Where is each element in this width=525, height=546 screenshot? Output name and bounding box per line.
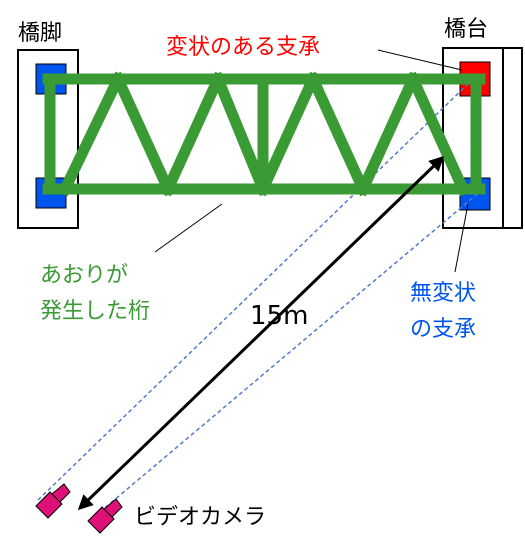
- sightline-upper: [37, 79, 473, 501]
- truss-diagonal-7: [355, 71, 421, 197]
- truss-diagonal-8: [405, 71, 471, 197]
- sightline-lower: [99, 189, 483, 513]
- truss-diagonal-5: [255, 71, 321, 197]
- swaying-girder-label-line1: あおりが: [40, 263, 128, 288]
- video-camera-icon-2: [87, 498, 123, 534]
- distance-label: 15m: [250, 301, 308, 331]
- girder-leader: [154, 203, 223, 253]
- distance-arrow: [77, 155, 445, 511]
- normal-bearing-label-line1: 無変状: [410, 281, 476, 306]
- video-camera-icon: [35, 483, 71, 519]
- video-camera-label: ビデオカメラ: [134, 505, 266, 530]
- abutment-backwall: [503, 47, 523, 229]
- pier-outline: [17, 49, 79, 229]
- normal-bearing-leader: [454, 203, 469, 273]
- truss-diagonal-1: [57, 71, 126, 197]
- abutment-label: 橋台: [444, 17, 488, 42]
- truss-diagonal-3: [160, 71, 226, 197]
- truss-diagonal-2: [110, 71, 176, 197]
- truss-diagonal-6: [305, 71, 371, 197]
- deformed-bearing-leader: [377, 49, 463, 71]
- swaying-girder-label-line2: 発生した桁: [40, 299, 150, 324]
- normal-bearing-label-line2: の支承: [410, 317, 476, 342]
- pier-label: 橋脚: [18, 21, 62, 46]
- truss-diagonal-4: [210, 71, 271, 197]
- deformed-bearing-label: 変状のある支承: [166, 35, 320, 60]
